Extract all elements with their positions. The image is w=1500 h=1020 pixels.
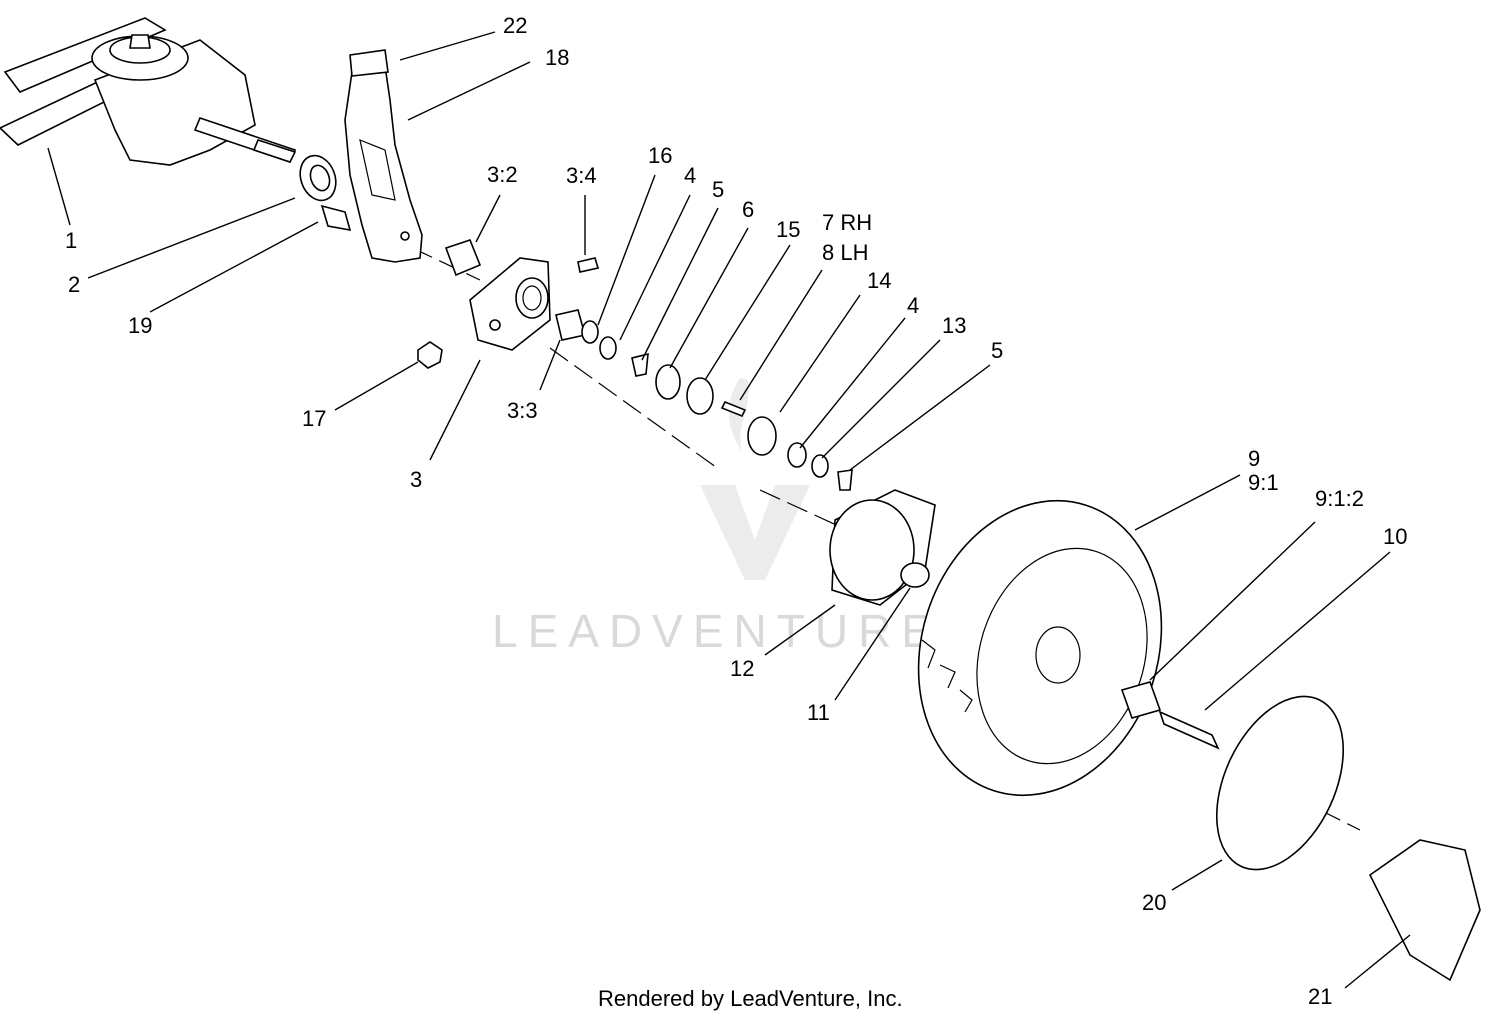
callout-5-a: 5 bbox=[712, 177, 724, 202]
part-7-8-pawl bbox=[720, 400, 747, 418]
part-21-cover bbox=[1368, 839, 1481, 982]
part-3-2-bushing bbox=[444, 239, 482, 277]
callout-20: 20 bbox=[1142, 890, 1166, 915]
callout-4-b: 4 bbox=[907, 293, 919, 318]
callout-labels: 22 18 1 2 19 17 3 3:2 3:4 3:3 16 4 5 6 1… bbox=[65, 13, 1407, 1009]
part-2-washer bbox=[299, 154, 337, 202]
part-18-lever bbox=[344, 65, 423, 263]
callout-21: 21 bbox=[1308, 984, 1332, 1009]
callout-10: 10 bbox=[1383, 524, 1407, 549]
part-4-washer-a bbox=[599, 336, 617, 360]
render-credit: Rendered by LeadVenture, Inc. bbox=[598, 986, 903, 1011]
part-11-bushing bbox=[900, 562, 930, 588]
transmission-assembly bbox=[0, 17, 297, 166]
part-6-washer bbox=[655, 364, 681, 400]
callout-5-b: 5 bbox=[991, 338, 1003, 363]
part-17-nut bbox=[417, 341, 443, 369]
callout-6: 6 bbox=[742, 197, 754, 222]
axle-key bbox=[252, 139, 297, 163]
part-14-gear bbox=[747, 416, 777, 456]
callout-13: 13 bbox=[942, 313, 966, 338]
callout-8-lh: 8 LH bbox=[822, 240, 868, 265]
pulley-nut bbox=[129, 34, 151, 49]
callout-1: 1 bbox=[65, 228, 77, 253]
part-12-hub-cup bbox=[829, 489, 936, 606]
part-13-spacer bbox=[811, 454, 829, 478]
watermark-text: LEADVENTURE bbox=[492, 605, 942, 657]
callout-16: 16 bbox=[648, 143, 672, 168]
callout-3: 3 bbox=[410, 467, 422, 492]
callout-15: 15 bbox=[776, 217, 800, 242]
callout-7-rh: 7 RH bbox=[822, 210, 872, 235]
callout-9: 9 bbox=[1248, 446, 1260, 471]
part-19-bolt bbox=[320, 204, 352, 232]
part-9-1-2-bushing bbox=[1120, 681, 1162, 719]
callout-17: 17 bbox=[302, 406, 326, 431]
part-10-bolt bbox=[1158, 710, 1220, 750]
part-5-clip-a bbox=[631, 352, 649, 377]
callout-9-1: 9:1 bbox=[1248, 470, 1279, 495]
callout-9-1-2: 9:1:2 bbox=[1315, 486, 1364, 511]
part-4-washer-b bbox=[787, 442, 807, 468]
part-15-bearing bbox=[686, 377, 714, 415]
part-22-grip bbox=[349, 49, 389, 77]
callout-19: 19 bbox=[128, 313, 152, 338]
part-20-hubcap bbox=[1215, 695, 1345, 871]
part-5-clip-b bbox=[837, 469, 853, 491]
callout-3-3: 3:3 bbox=[507, 398, 538, 423]
watermark-logo bbox=[700, 485, 810, 580]
callout-18: 18 bbox=[545, 45, 569, 70]
callout-22: 22 bbox=[503, 13, 527, 38]
callout-11: 11 bbox=[807, 700, 830, 725]
part-9-wheel bbox=[917, 499, 1163, 797]
part-3-3-bushing bbox=[555, 309, 586, 341]
part-3-4-stud bbox=[577, 257, 600, 273]
callout-4-a: 4 bbox=[684, 163, 696, 188]
watermark: LEADVENTURE bbox=[492, 378, 942, 657]
leader-lines bbox=[47, 31, 1411, 989]
callout-2: 2 bbox=[68, 272, 80, 297]
callout-14: 14 bbox=[867, 268, 891, 293]
callout-3-4: 3:4 bbox=[566, 163, 597, 188]
callout-3-2: 3:2 bbox=[487, 162, 518, 187]
center-axis-line bbox=[384, 234, 1361, 831]
callout-12: 12 bbox=[730, 656, 754, 681]
part-16-washer bbox=[581, 320, 599, 344]
part-3-bracket bbox=[469, 257, 551, 351]
